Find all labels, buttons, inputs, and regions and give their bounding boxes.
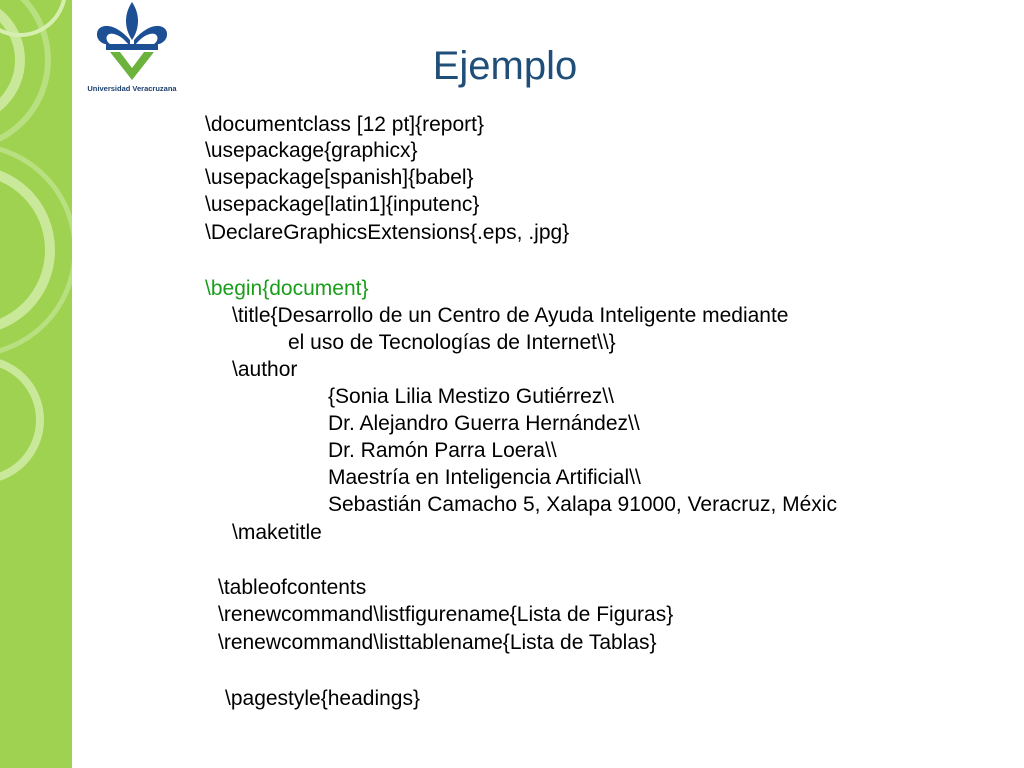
university-logo: Universidad Veracruzana — [76, 0, 188, 100]
code-line: \tableofcontents — [218, 576, 367, 599]
code-line: \DeclareGraphicsExtensions{.eps, .jpg} — [205, 221, 570, 244]
code-line: Sebastián Camacho 5, Xalapa 91000, Verac… — [328, 493, 837, 516]
code-line: \author — [232, 358, 298, 381]
code-line: \renewcommand\listtablename{Lista de Tab… — [218, 631, 657, 654]
code-line: \usepackage[latin1]{inputenc} — [205, 193, 480, 216]
code-line: \title{Desarrollo de un Centro de Ayuda … — [232, 304, 789, 327]
university-name: Universidad Veracruzana — [87, 84, 177, 93]
code-line: \usepackage[spanish]{babel} — [205, 166, 474, 189]
code-line: \documentclass [12 pt]{report} — [205, 113, 484, 136]
code-line: \renewcommand\listfigurename{Lista de Fi… — [218, 603, 674, 626]
code-line: \pagestyle{headings} — [225, 687, 420, 710]
side-band-graphic — [0, 0, 72, 768]
code-line: Dr. Alejandro Guerra Hernández\\ — [328, 412, 640, 435]
decorative-side-band — [0, 0, 72, 768]
code-line: \maketitle — [232, 521, 322, 544]
code-line: Dr. Ramón Parra Loera\\ — [328, 439, 557, 462]
code-line: Maestría en Inteligencia Artificial\\ — [328, 466, 641, 489]
code-line: {Sonia Lilia Mestizo Gutiérrez\\ — [328, 385, 614, 408]
slide-title: Ejemplo — [432, 44, 578, 88]
code-line-begin-document: \begin{document} — [205, 277, 369, 300]
code-line: \usepackage{graphicx} — [205, 139, 418, 162]
fleur-de-lis-icon — [96, 2, 168, 80]
code-line: el uso de Tecnologías de Internet\\} — [288, 331, 616, 354]
